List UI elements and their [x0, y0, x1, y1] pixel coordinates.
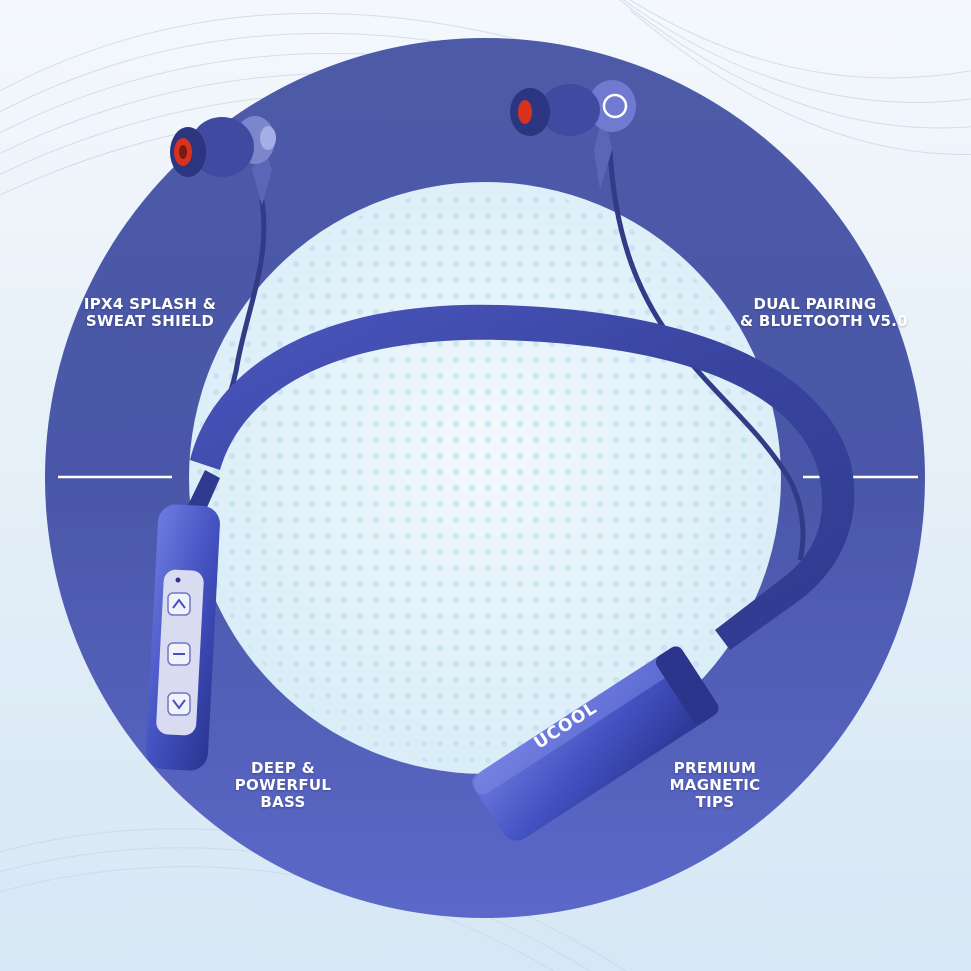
right-cable — [607, 149, 806, 561]
feature-dual-pairing: DUAL PAIRING & BLUETOOTH V5.0 — [740, 295, 908, 330]
feature-dual-line2: & BLUETOOTH V5.0 — [740, 312, 908, 330]
feature-bass-line3: BASS — [260, 793, 306, 811]
feature-ipx4: IPX4 SPLASH & SWEAT SHIELD — [70, 296, 230, 330]
feature-bass-line2: POWERFUL — [234, 776, 332, 794]
feature-ipx4-line2: SWEAT SHIELD — [85, 312, 215, 330]
feature-magnetic-tips: PREMIUM MAGNETIC TIPS — [660, 760, 770, 811]
right-earbud — [510, 80, 636, 190]
feature-ipx4-line1: IPX4 SPLASH & — [83, 295, 217, 313]
feature-dual-line1: DUAL PAIRING — [753, 295, 877, 313]
feature-tips-line3: TIPS — [695, 793, 735, 811]
feature-bass: DEEP & POWERFUL BASS — [218, 760, 348, 811]
left-control-pod — [145, 504, 220, 771]
right-battery-pod — [472, 646, 719, 841]
left-earbud — [170, 116, 276, 205]
feature-tips-line1: PREMIUM — [673, 759, 757, 777]
feature-tips-line2: MAGNETIC — [669, 776, 761, 794]
feature-bass-line1: DEEP & — [250, 759, 316, 777]
